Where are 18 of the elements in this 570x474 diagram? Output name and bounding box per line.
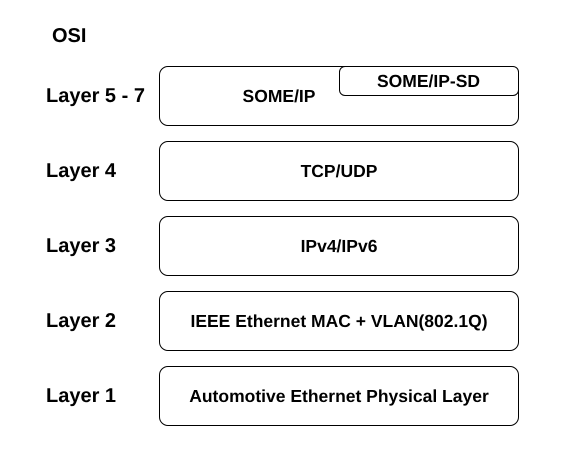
- protocol-box: [159, 216, 519, 276]
- layer-label: Layer 1: [46, 385, 116, 407]
- layer-label: Layer 5 - 7: [46, 85, 145, 107]
- layer-label: Layer 2: [46, 310, 116, 332]
- title: OSI: [52, 26, 86, 46]
- protocol-box: [159, 66, 519, 126]
- protocol-label: Automotive Ethernet Physical Layer: [189, 386, 489, 406]
- protocol-box: [159, 366, 519, 426]
- protocol-box: [338, 66, 518, 96]
- layer-label: Layer 4: [46, 160, 116, 182]
- layer-label: Layer 3: [46, 235, 116, 257]
- protocol-label: SOME/IP: [242, 86, 316, 106]
- protocol-label: IPv4/IPv6: [300, 236, 378, 256]
- protocol-label: SOME/IP-SD: [376, 70, 480, 90]
- protocol-label: IEEE Ethernet MAC + VLAN(802.1Q): [190, 311, 488, 331]
- protocol-label: TCP/UDP: [300, 161, 378, 181]
- protocol-box: [159, 141, 519, 201]
- protocol-box: [159, 291, 519, 351]
